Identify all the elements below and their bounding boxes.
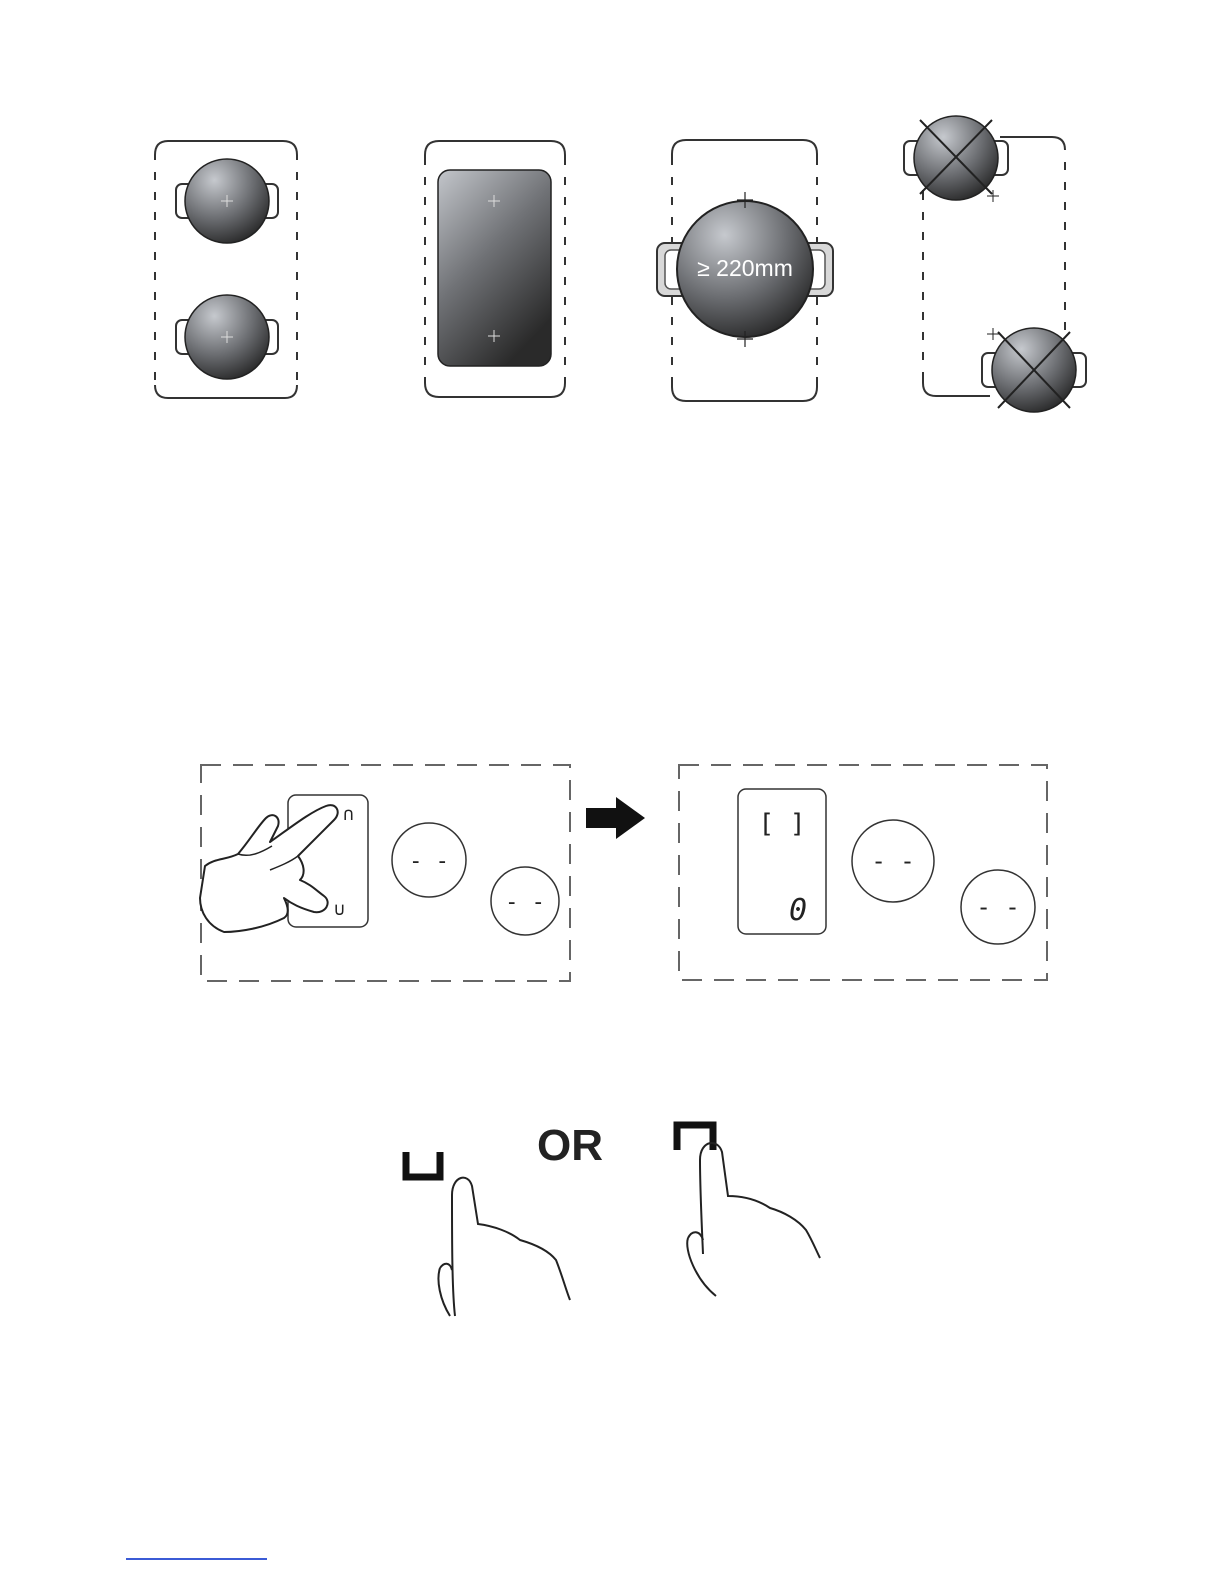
zone1-value: - - xyxy=(409,849,449,874)
panel-incorrect xyxy=(904,116,1086,412)
down-key-symbol xyxy=(406,1152,440,1177)
up-symbol: ∩ xyxy=(343,804,354,825)
power-level: 0 xyxy=(789,893,807,928)
pot-top xyxy=(176,159,278,243)
pan-size-label: ≥ 220mm xyxy=(697,255,793,281)
misplaced-pot-top xyxy=(904,116,1008,202)
down-symbol: ∪ xyxy=(334,899,345,920)
up-key-symbol xyxy=(677,1125,713,1150)
control-panel-before: ∩ ∪ - - - - xyxy=(200,765,570,981)
zone1-value-after: - - xyxy=(871,847,914,875)
arrow-right-icon xyxy=(586,797,645,839)
panel-large-pot: ≥ 220mm xyxy=(657,140,833,401)
zone2-value: - - xyxy=(505,890,545,915)
misplaced-pot-bottom xyxy=(982,328,1086,412)
touch-instructions: OR xyxy=(406,1121,820,1316)
finger-icon-right xyxy=(700,1143,820,1258)
bridge-symbol: [ ] xyxy=(759,809,806,839)
finger-icon-left xyxy=(452,1178,570,1316)
panel-griddle xyxy=(425,141,565,397)
or-label: OR xyxy=(537,1121,603,1170)
control-panel-after: [ ] 0 - - - - xyxy=(679,765,1047,980)
panel-two-pots xyxy=(155,141,297,398)
zone2-value-after: - - xyxy=(976,893,1019,921)
pot-bottom xyxy=(176,295,278,379)
